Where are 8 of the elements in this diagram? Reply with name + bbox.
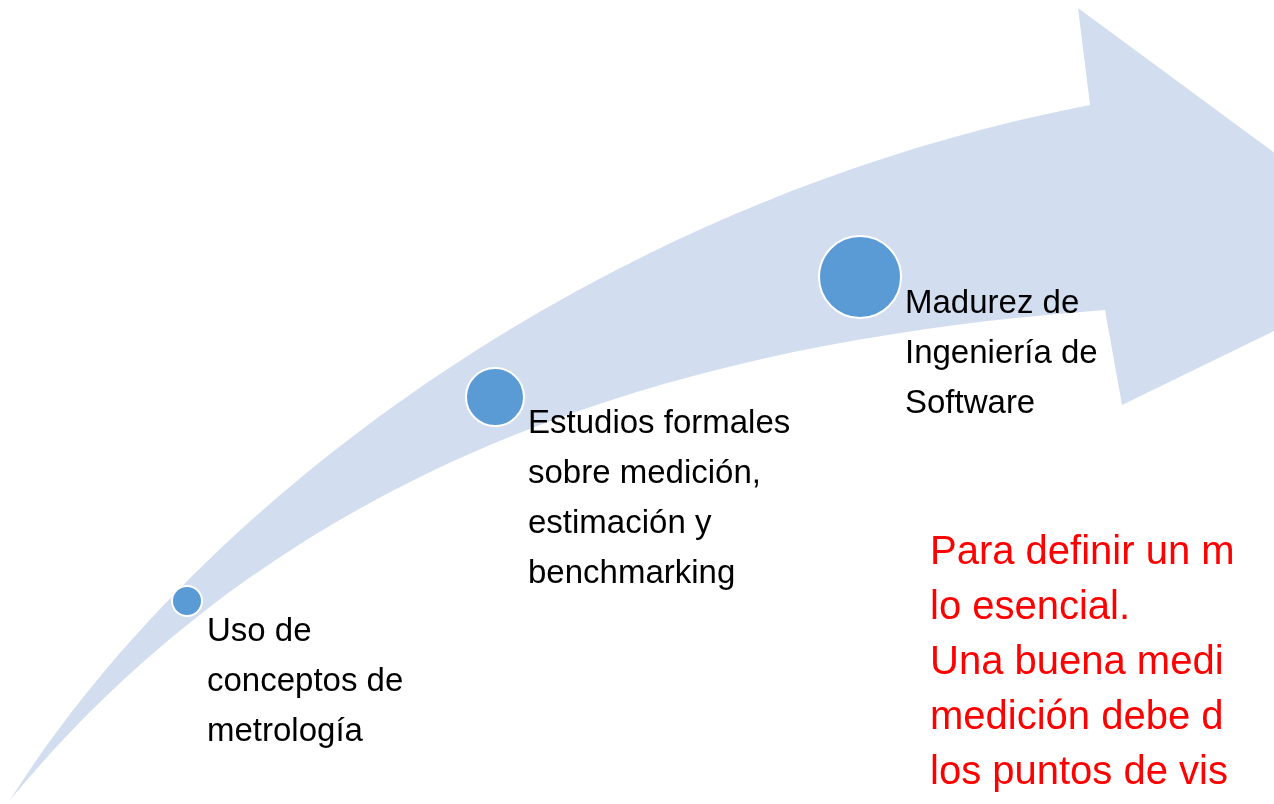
note-text: Para definir un m	[930, 527, 1235, 574]
milestone-label: Madurez de Ingeniería de Software	[905, 282, 1099, 422]
note-text: Una buena medi	[930, 637, 1224, 684]
milestone-label: Uso de conceptos de metrología	[207, 610, 405, 750]
note-text: medición debe d	[930, 692, 1224, 739]
note-text: lo esencial.	[930, 582, 1131, 629]
note-text: los puntos de vis	[930, 747, 1228, 794]
milestone-label: Estudios formales sobre medición, estimación y benchmarking	[528, 402, 792, 592]
